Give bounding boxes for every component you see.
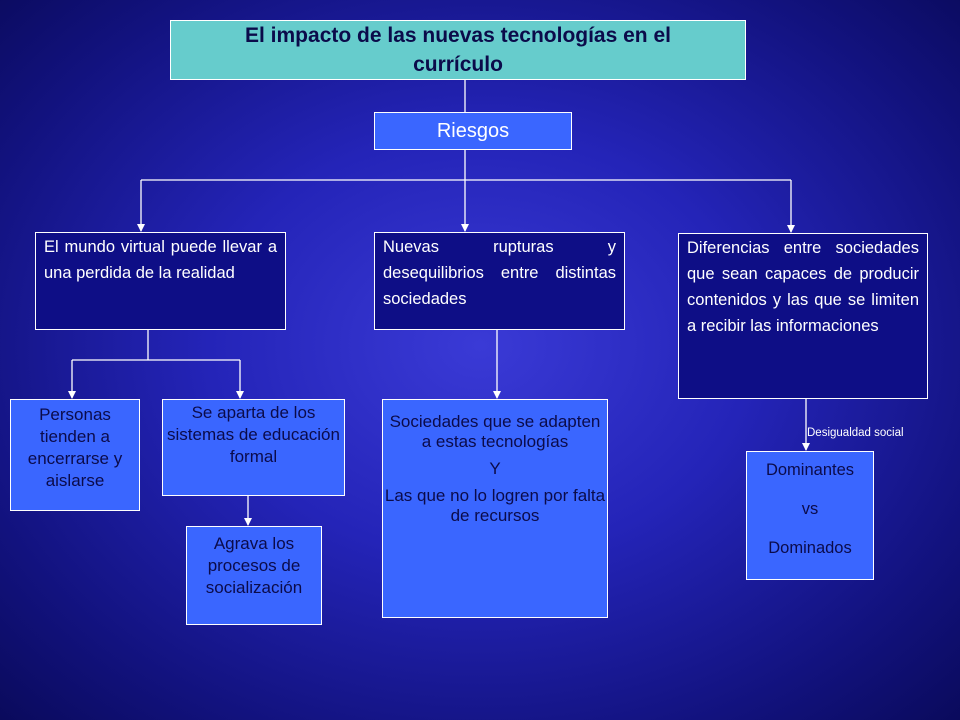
leaf-societies: Sociedades que se adapten a estas tecnol… bbox=[382, 399, 608, 618]
branch-new-ruptures: Nuevas rupturas y desequilibrios entre d… bbox=[374, 232, 625, 330]
leaf-dominance: Dominantes vs Dominados bbox=[746, 451, 874, 580]
societies-line-3: Las que no lo logren por falta de recurs… bbox=[384, 486, 606, 525]
branch-differences: Diferencias entre sociedades que sean ca… bbox=[678, 233, 928, 399]
risks-node: Riesgos bbox=[374, 112, 572, 150]
leaf-socialization: Agrava los procesos de socialización bbox=[186, 526, 322, 625]
dominance-line-3: Dominados bbox=[768, 539, 852, 557]
edge-label-social-inequality: Desigualdad social bbox=[807, 427, 904, 439]
leaf-formal-education: Se aparta de los sistemas de educación f… bbox=[162, 399, 345, 496]
dominance-line-2: vs bbox=[801, 500, 819, 518]
leaf-isolation: Personas tienden a encerrarse y aislarse bbox=[10, 399, 140, 511]
societies-line-2: Y bbox=[489, 459, 501, 478]
dominance-line-1: Dominantes bbox=[765, 461, 855, 479]
societies-line-1: Sociedades que se adapten a estas tecnol… bbox=[389, 412, 601, 451]
diagram-title: El impacto de las nuevas tecnologías en … bbox=[170, 20, 746, 80]
branch-virtual-world: El mundo virtual puede llevar a una perd… bbox=[35, 232, 286, 330]
